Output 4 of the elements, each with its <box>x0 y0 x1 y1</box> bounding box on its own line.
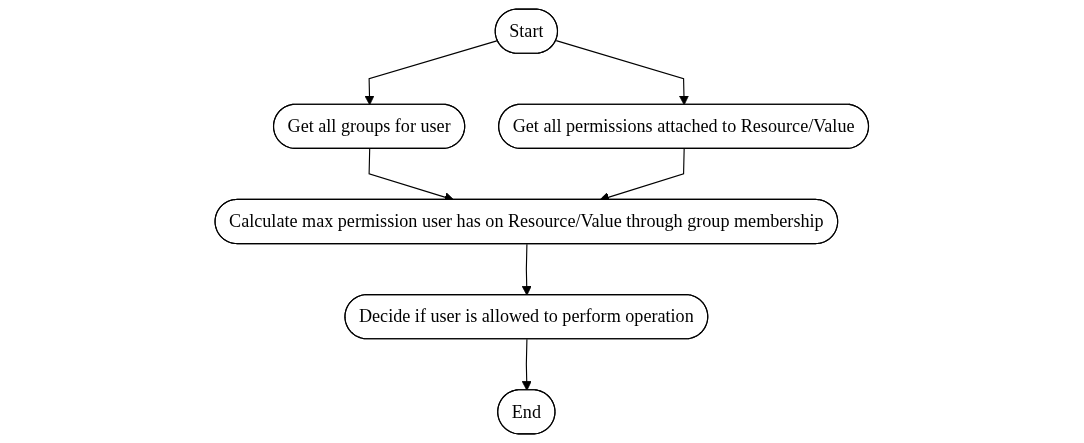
arrow <box>521 338 532 391</box>
arrow <box>521 243 532 296</box>
arrow <box>364 40 499 106</box>
arrow <box>555 40 690 106</box>
